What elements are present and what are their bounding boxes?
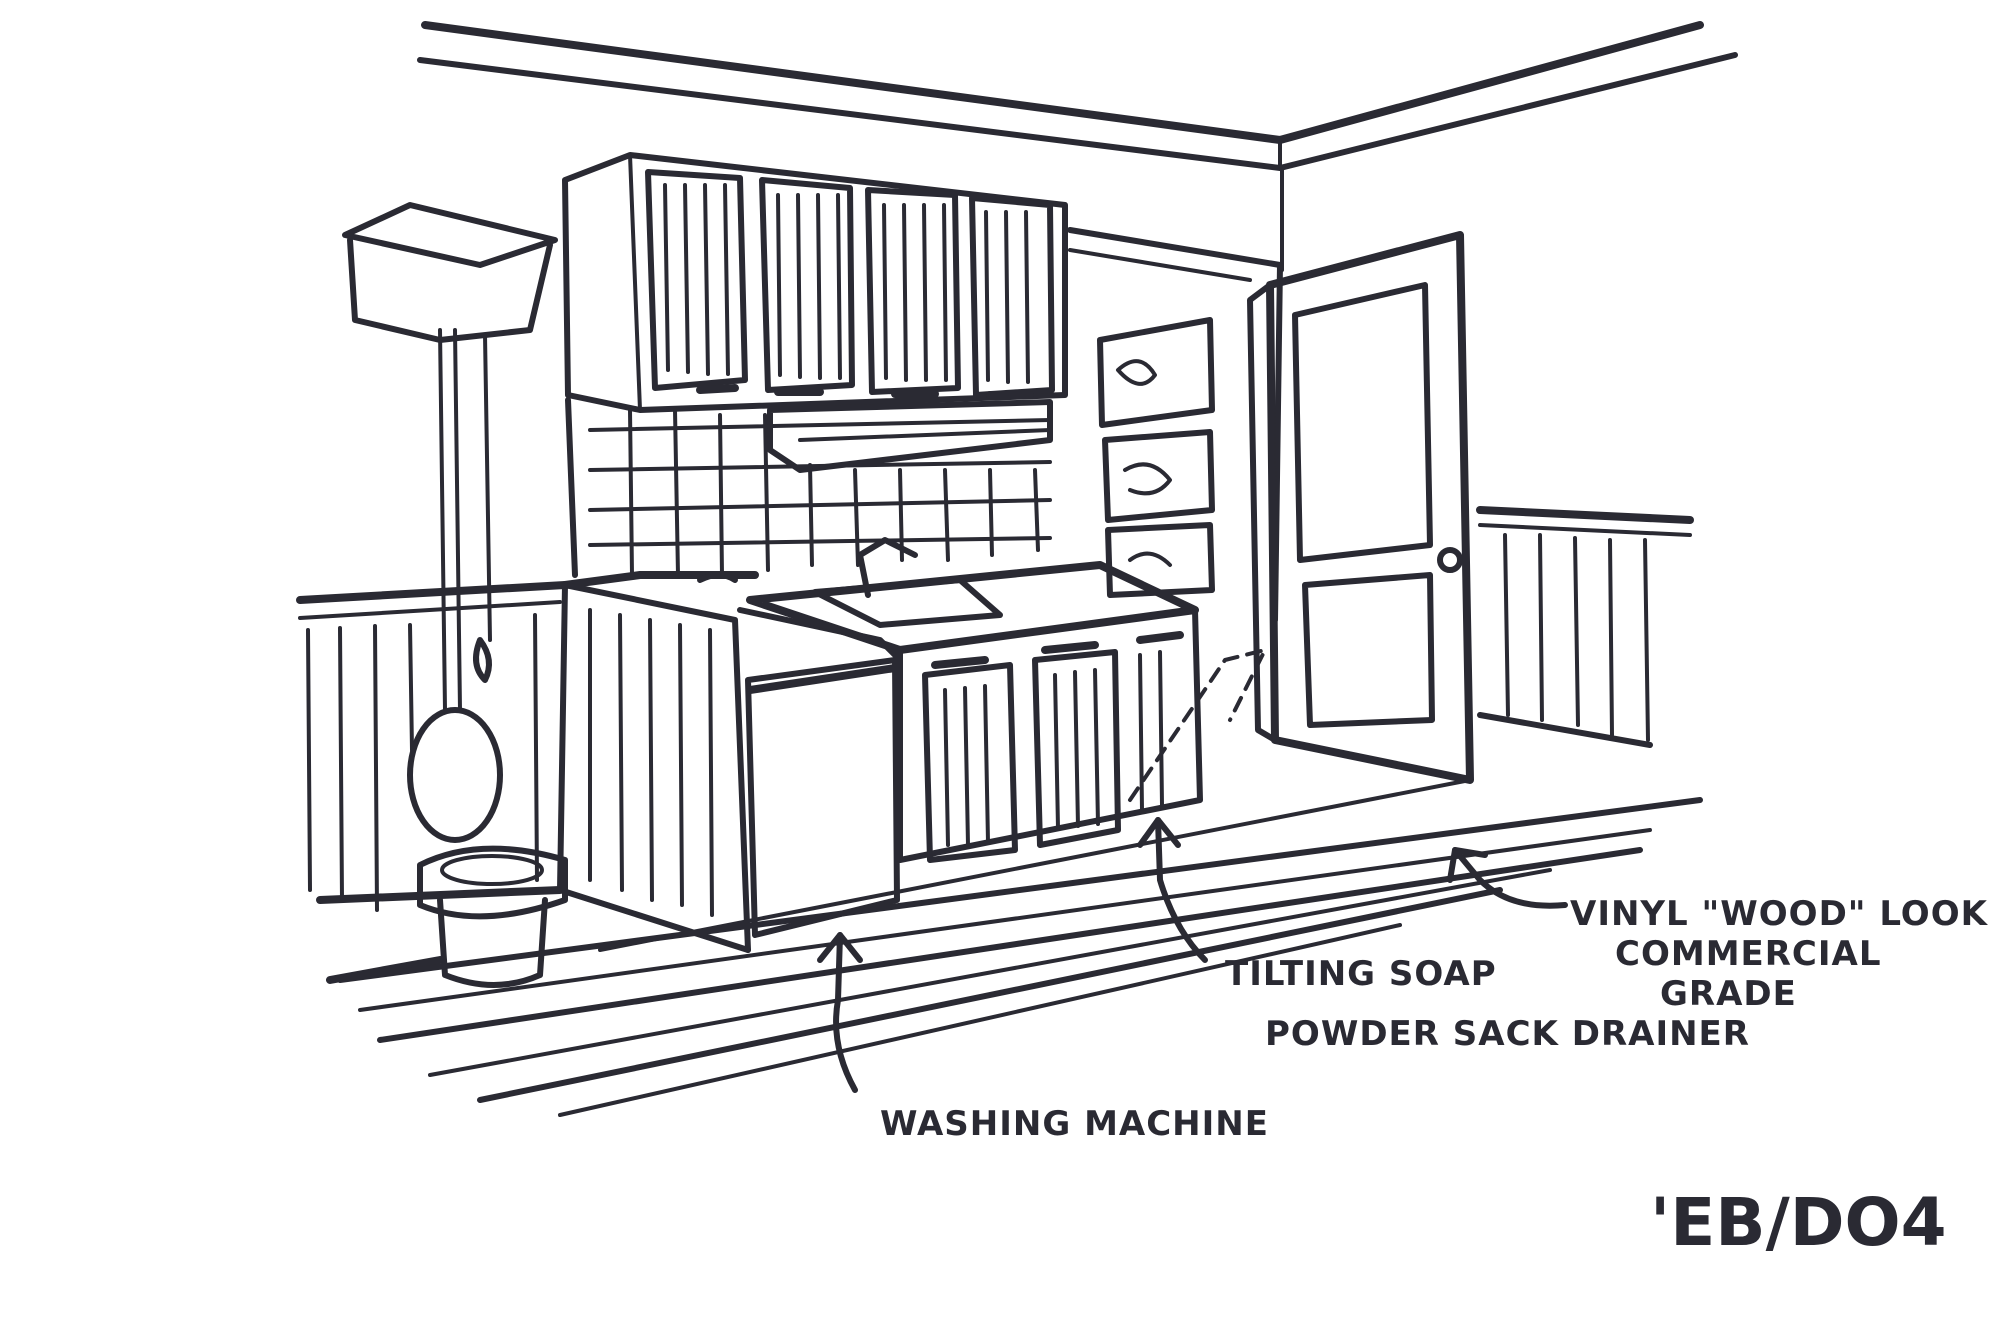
- lower-cabinet-doors: [897, 607, 1267, 863]
- label-flooring-line1: VINYL "WOOD" LOOK: [1570, 894, 1989, 934]
- label-drainer-line2: POWDER SACK DRAINER: [1265, 1014, 1750, 1054]
- label-drainer-line1: TILTING SOAP: [1225, 954, 1497, 994]
- open-door: [1247, 231, 1474, 784]
- wall-cabinets: [562, 152, 1068, 413]
- washing-machine-panel: [745, 657, 900, 938]
- label-washing-machine: WASHING MACHINE: [880, 1104, 1269, 1144]
- side-wall-frames: [1067, 227, 1283, 623]
- vinyl-floor-planks: [337, 778, 1703, 1117]
- wainscot-right: [1476, 506, 1694, 748]
- base-cabinets: [557, 537, 1199, 953]
- wainscot-left: [296, 581, 569, 984]
- annotation-arrows: [817, 817, 1568, 1093]
- high-cistern-toilet: [342, 202, 568, 988]
- ceiling-cornice: [417, 21, 1738, 171]
- artist-signature: 'EB/DO4: [1650, 1184, 1947, 1261]
- tiled-splashback: [565, 397, 1052, 578]
- label-flooring-line3: GRADE: [1660, 974, 1797, 1014]
- label-flooring-line2: COMMERCIAL: [1615, 934, 1882, 974]
- range-hood: [767, 399, 1053, 473]
